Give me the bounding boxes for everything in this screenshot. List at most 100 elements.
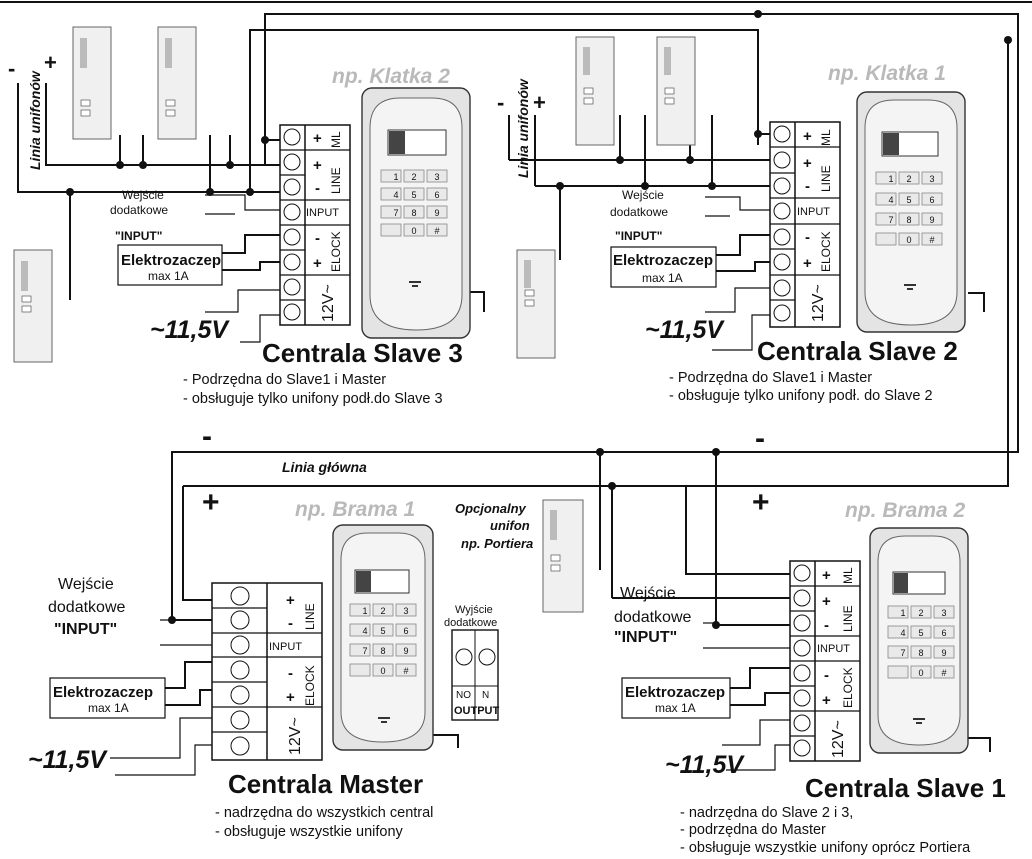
key-9-s2: 9 — [929, 215, 934, 225]
main-plus-right: + — [752, 486, 770, 519]
max1a-s3: max 1A — [148, 269, 189, 283]
opcjonalny: Opcjonalny — [455, 501, 527, 516]
title-slave1: np. Brama 2 — [845, 499, 966, 522]
output-relay — [451, 629, 499, 721]
key-8-s2: 8 — [906, 215, 911, 225]
key-8-s3: 8 — [411, 208, 416, 218]
key-7-m: 7 — [362, 646, 367, 656]
minus-s2: - — [497, 90, 504, 115]
central-name-master: Centrala Master — [228, 769, 423, 799]
desc-slave2-1: - Podrzędna do Slave1 i Master — [669, 370, 872, 386]
n-label: N — [482, 690, 489, 701]
dodatkowe-s2: dodatkowe — [610, 205, 668, 219]
t-elock-s3: ELOCK — [329, 231, 343, 272]
key-3-s1: 3 — [941, 608, 946, 618]
key-4-m: 4 — [362, 626, 367, 636]
elektrozaczep-m: Elektrozaczep — [53, 684, 153, 701]
linia-glowna: Linia główna — [282, 459, 367, 475]
linia-unifonow-1: Linia unifonów — [27, 70, 43, 170]
key-0-s2: 0 — [906, 235, 911, 245]
t-plus-ml-s2: + — [803, 128, 812, 145]
key-7-s1: 7 — [900, 648, 905, 658]
desc-slave3-2: - obsługuje tylko unifony podł.do Slave … — [183, 391, 443, 407]
main-plus-left: + — [202, 486, 220, 519]
desc-master-1: - nadrzędna do wszystkich central — [215, 805, 433, 821]
t-minus-elock-s1: - — [824, 667, 829, 684]
key-7-s2: 7 — [888, 215, 893, 225]
t-minus-line-m: - — [288, 615, 293, 632]
t-plus-line-s2: + — [803, 155, 812, 172]
voltage-m: ~11,5V — [28, 746, 108, 774]
t-line-s1: LINE — [841, 605, 855, 632]
key-3-m: 3 — [403, 606, 408, 616]
title-slave3: np. Klatka 2 — [332, 65, 450, 88]
terminal-block-slave3 — [279, 124, 351, 326]
door-panel-master — [332, 524, 434, 751]
no-label: NO — [456, 690, 471, 701]
t-input-s3: INPUT — [306, 207, 339, 219]
t-minus-elock-s3: - — [315, 230, 320, 247]
t-input-s1: INPUT — [817, 643, 850, 655]
terminal-block-slave2 — [769, 121, 841, 328]
key-5-m: 5 — [380, 626, 385, 636]
main-wiring — [0, 1, 1032, 776]
key-9-s1: 9 — [941, 648, 946, 658]
wejscie-s3: Wejście — [122, 188, 164, 202]
key-1-s2: 1 — [888, 174, 893, 184]
key-6-s1: 6 — [941, 628, 946, 638]
dodatkowe-s1: dodatkowe — [614, 609, 691, 626]
wyjscie-out: Wyjście — [455, 604, 493, 616]
phone-slave2-b — [656, 36, 696, 146]
t-minus-line-s2: - — [805, 178, 810, 195]
key-hash-s1: # — [941, 668, 946, 678]
t-elock-s1: ELOCK — [841, 667, 855, 708]
key-0-s3: 0 — [411, 226, 416, 236]
plus-s2: + — [533, 90, 546, 115]
t-12v-s3: 12V~ — [320, 284, 337, 322]
phone-slave3-a — [72, 26, 112, 140]
key-hash-s3: # — [434, 226, 439, 236]
elektrozaczep-s3: Elektrozaczep — [121, 252, 221, 269]
t-plus-line-s3: + — [313, 157, 322, 174]
key-4-s1: 4 — [900, 628, 905, 638]
wejscie-s1: Wejście — [620, 585, 676, 602]
key-2-s3: 2 — [411, 172, 416, 182]
door-panel-slave1 — [869, 527, 969, 754]
t-plus-elock-s2: + — [803, 255, 812, 272]
key-4-s2: 4 — [888, 195, 893, 205]
title-slave2: np. Klatka 1 — [828, 62, 946, 85]
t-12v-s1: 12V~ — [830, 720, 847, 758]
terminal-block-slave1 — [789, 560, 861, 762]
np-portiera: np. Portiera — [461, 536, 533, 551]
t-line-s2: LINE — [819, 165, 833, 192]
max1a-s2: max 1A — [642, 271, 683, 285]
t-plus-ml-s3: + — [313, 130, 322, 147]
key-8-s1: 8 — [918, 648, 923, 658]
t-minus-elock-s2: - — [805, 229, 810, 246]
t-minus-line-s1: - — [824, 617, 829, 634]
phone-slave3-b — [157, 26, 197, 140]
key-6-s2: 6 — [929, 195, 934, 205]
dodatkowe-out: dodatkowe — [444, 617, 497, 629]
t-line-s3: LINE — [329, 167, 343, 194]
phone-slave3-c — [13, 249, 53, 363]
desc-slave1-2: - podrzędna do Master — [680, 822, 826, 838]
key-9-m: 9 — [403, 646, 408, 656]
speaker-icons — [378, 281, 925, 724]
elektrozaczep-boxes — [49, 244, 731, 719]
terminal-block-master — [211, 582, 323, 761]
plus-s3: + — [44, 50, 57, 75]
voltage-s3: ~11,5V — [150, 316, 230, 344]
wejscie-m: Wejście — [58, 576, 114, 593]
phone-portiera — [542, 499, 584, 613]
output-label: OUTPUT — [454, 705, 500, 717]
t-minus-line-s3: - — [315, 180, 320, 197]
key-0-s1: 0 — [918, 668, 923, 678]
voltage-s1: ~11,5V — [665, 751, 745, 779]
desc-slave2-2: - obsługuje tylko unifony podł. do Slave… — [669, 388, 933, 404]
t-input-m: INPUT — [269, 641, 302, 653]
